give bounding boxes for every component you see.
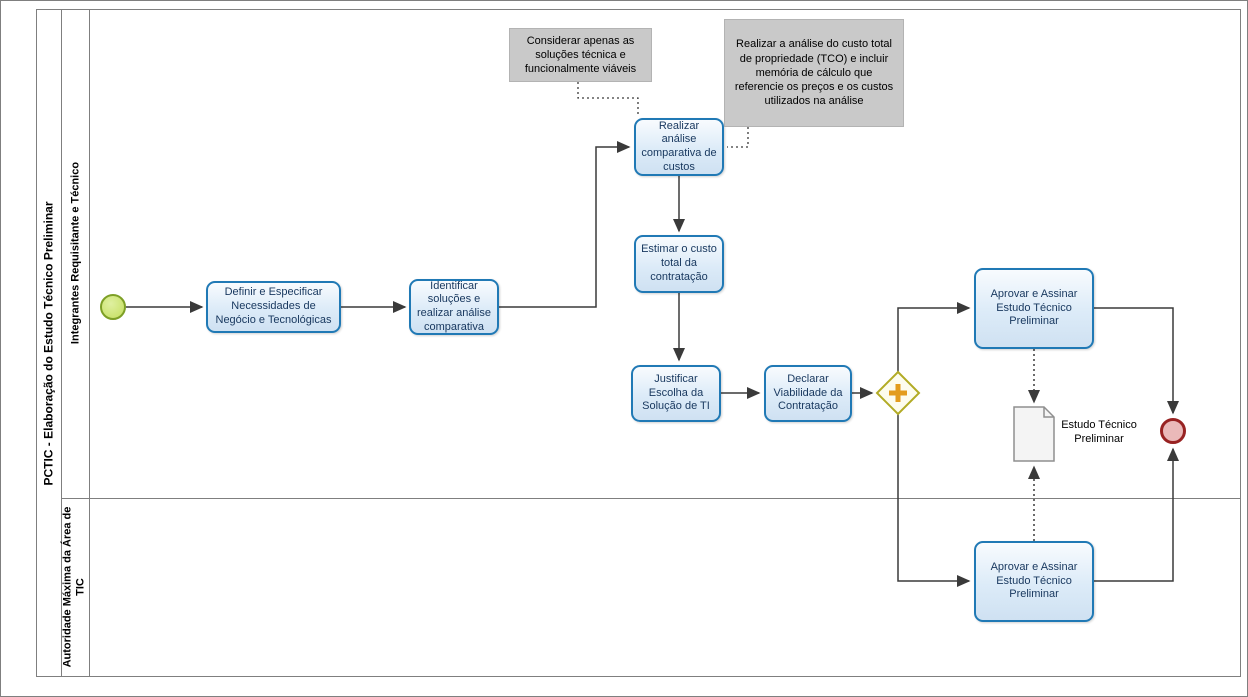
task-definir-necessidades: Definir e Especificar Necessidades de Ne… [206,281,341,333]
task-estimar-custo-total: Estimar o custo total da contratação [634,235,724,293]
lane-label-divider [89,9,90,677]
lane-label-integrantes: Integrantes Requisitante e Técnico [69,161,82,345]
task-realizar-analise-custos: Realizar análise comparativa de custos [634,118,724,176]
task-declarar-viabilidade: Declarar Viabilidade da Contratação [764,365,852,422]
pool [36,9,1241,677]
annotation-solucoes-viaveis: Considerar apenas as soluções técnica e … [509,28,652,82]
document-label: Estudo Técnico Preliminar [1061,419,1137,446]
end-event [1160,418,1186,444]
task-justificar-escolha: Justificar Escolha da Solução de TI [631,365,721,422]
task-aprovar-assinar-requisitante: Aprovar e Assinar Estudo Técnico Prelimi… [974,268,1094,349]
task-aprovar-assinar-autoridade: Aprovar e Assinar Estudo Técnico Prelimi… [974,541,1094,622]
annotation-tco: Realizar a análise do custo total de pro… [724,19,904,127]
start-event [100,294,126,320]
pool-title-divider [61,9,62,677]
pool-title: PCTIC - Elaboração do Estudo Técnico Pre… [41,201,55,486]
lane-divider [61,498,1241,499]
task-identificar-solucoes: Identificar soluções e realizar análise … [409,279,499,335]
lane-label-autoridade: Autoridade Máxima da Área de TIC [61,506,87,668]
